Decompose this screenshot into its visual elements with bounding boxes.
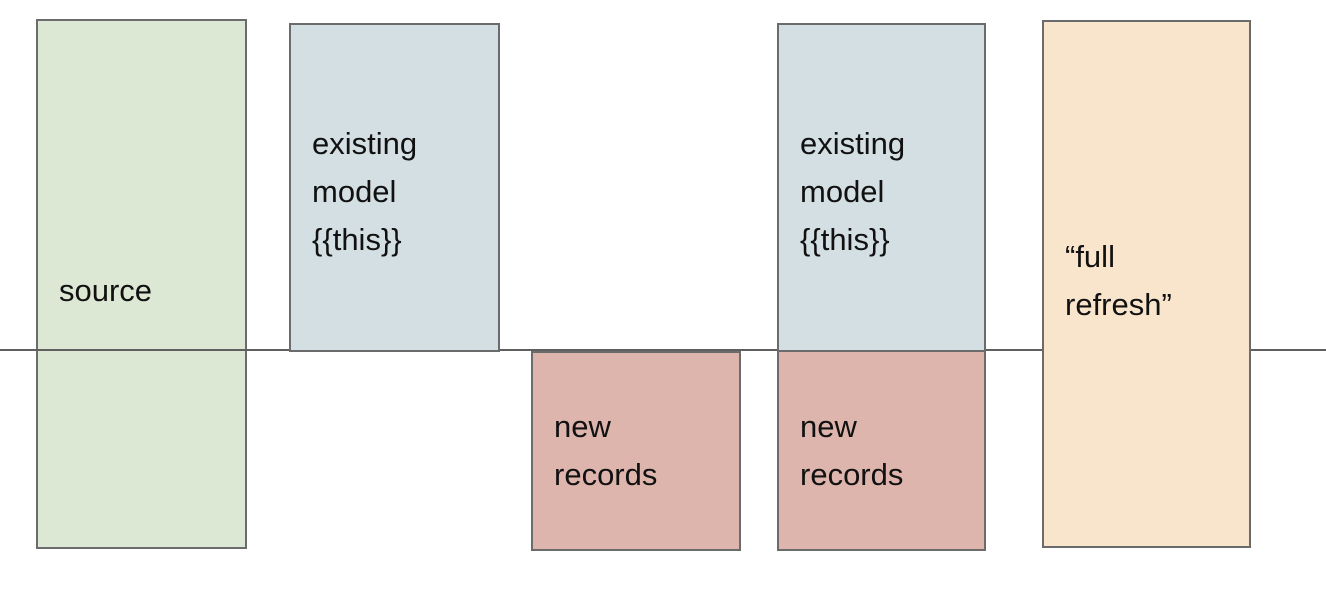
full-refresh-label: “full refresh” [1065, 239, 1172, 322]
full-refresh-box: “full refresh” [1042, 20, 1251, 548]
source-label: source [59, 273, 153, 308]
existing-model-label-2: existing model {{this}} [800, 126, 906, 257]
existing-model-box-1: existing model {{this}} [289, 23, 500, 352]
new-records-box-2: new records [777, 350, 986, 551]
divider-line [0, 349, 1326, 351]
source-box: source [36, 19, 247, 549]
new-records-box-1: new records [531, 351, 741, 551]
new-records-label-2: new records [800, 409, 904, 492]
existing-model-box-2: existing model {{this}} [777, 23, 986, 352]
new-records-label-1: new records [554, 409, 658, 492]
existing-model-label-1: existing model {{this}} [312, 126, 418, 257]
